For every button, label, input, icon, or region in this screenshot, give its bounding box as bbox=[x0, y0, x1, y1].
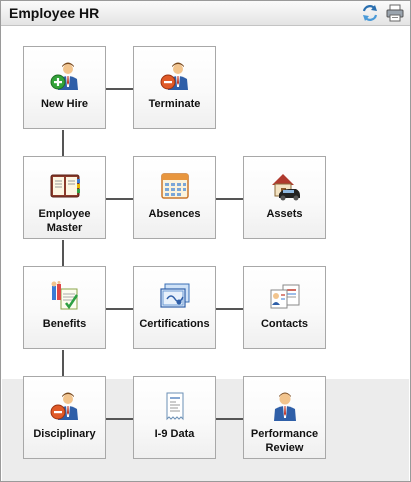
person-add-icon bbox=[49, 61, 81, 91]
connector-line bbox=[62, 350, 64, 376]
tile-disciplinary[interactable]: Disciplinary bbox=[23, 376, 106, 459]
panel-titlebar: Employee HR bbox=[1, 1, 410, 26]
connector-line bbox=[106, 198, 133, 200]
tile-i9-data[interactable]: I-9 Data bbox=[133, 376, 216, 459]
tile-label: Performance Review bbox=[250, 428, 319, 454]
tile-label: Certifications bbox=[139, 318, 210, 330]
binder-icon bbox=[49, 171, 81, 201]
tile-label: Contacts bbox=[260, 318, 309, 330]
connector-line bbox=[216, 198, 243, 200]
person-icon bbox=[269, 391, 301, 421]
contact-cards-icon bbox=[269, 281, 301, 311]
tile-label: Terminate bbox=[148, 98, 201, 110]
certificate-icon bbox=[159, 281, 191, 311]
tile-absences[interactable]: Absences bbox=[133, 156, 216, 239]
tile-performance-review[interactable]: Performance Review bbox=[243, 376, 326, 459]
tile-label: New Hire bbox=[40, 98, 89, 110]
benefits-icon bbox=[49, 281, 81, 311]
tile-terminate[interactable]: Terminate bbox=[133, 46, 216, 129]
panel-title: Employee HR bbox=[9, 5, 100, 21]
tile-new-hire[interactable]: New Hire bbox=[23, 46, 106, 129]
tile-label: Disciplinary bbox=[33, 428, 96, 440]
connector-line bbox=[216, 308, 243, 310]
refresh-icon[interactable] bbox=[361, 4, 379, 22]
calendar-icon bbox=[159, 171, 191, 201]
house-car-icon bbox=[269, 171, 301, 201]
connector-line bbox=[106, 418, 133, 420]
tile-employee-master[interactable]: Employee Master bbox=[23, 156, 106, 239]
tile-label: I-9 Data bbox=[154, 428, 195, 440]
person-remove-icon bbox=[49, 391, 81, 421]
connector-line bbox=[106, 88, 133, 90]
connector-line bbox=[62, 240, 64, 266]
tile-benefits[interactable]: Benefits bbox=[23, 266, 106, 349]
connector-line bbox=[216, 418, 243, 420]
person-remove-icon bbox=[159, 61, 191, 91]
connector-line bbox=[62, 130, 64, 156]
tile-label: Employee Master bbox=[38, 208, 91, 234]
tile-assets[interactable]: Assets bbox=[243, 156, 326, 239]
tile-label: Absences bbox=[148, 208, 201, 220]
print-icon[interactable] bbox=[386, 4, 404, 22]
connector-line bbox=[106, 308, 133, 310]
tile-contacts[interactable]: Contacts bbox=[243, 266, 326, 349]
tile-label: Assets bbox=[266, 208, 303, 220]
tile-label: Benefits bbox=[42, 318, 87, 330]
tile-certifications[interactable]: Certifications bbox=[133, 266, 216, 349]
receipt-icon bbox=[159, 391, 191, 421]
